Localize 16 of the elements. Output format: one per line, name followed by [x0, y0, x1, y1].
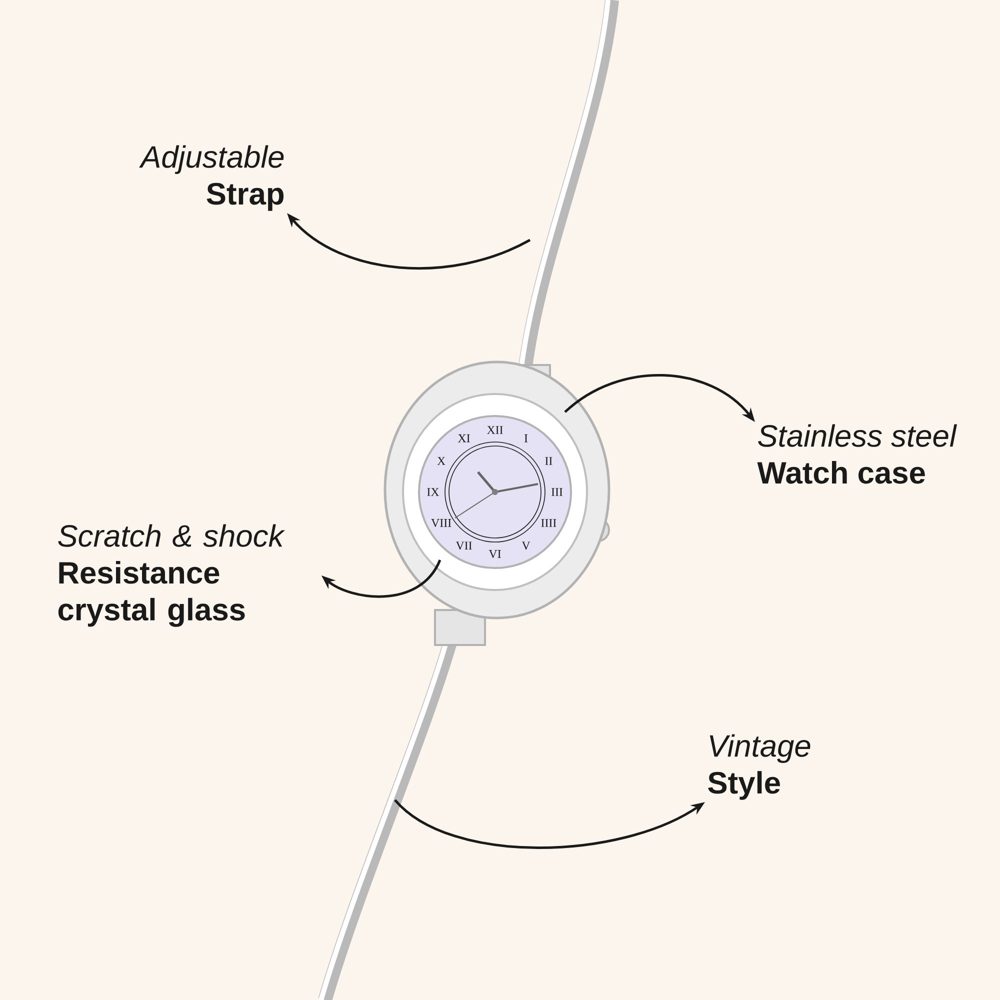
feature-label: Adjustable Strap — [139, 145, 284, 211]
dial-numeral: II — [545, 457, 552, 465]
feature-label: Stainless steel Watch case — [757, 424, 957, 484]
dial-numeral: VI — [488, 550, 501, 558]
dial-numeral: V — [522, 542, 530, 550]
dial-numeral: IX — [427, 488, 440, 496]
dial-numeral: X — [437, 457, 446, 465]
dial-numeral: VIII — [431, 519, 452, 528]
feature-label: Vintage Style — [708, 734, 810, 800]
dial-numeral: IIII — [541, 519, 556, 527]
dial-numeral: VII — [456, 542, 472, 550]
feature-label: Scratch & shock Resistance crystal glass — [58, 524, 286, 627]
dial-numeral: XII — [486, 426, 503, 434]
dial-numeral: I — [524, 434, 528, 442]
dial-numeral: XI — [458, 434, 470, 442]
dial-numeral: III — [551, 488, 563, 496]
